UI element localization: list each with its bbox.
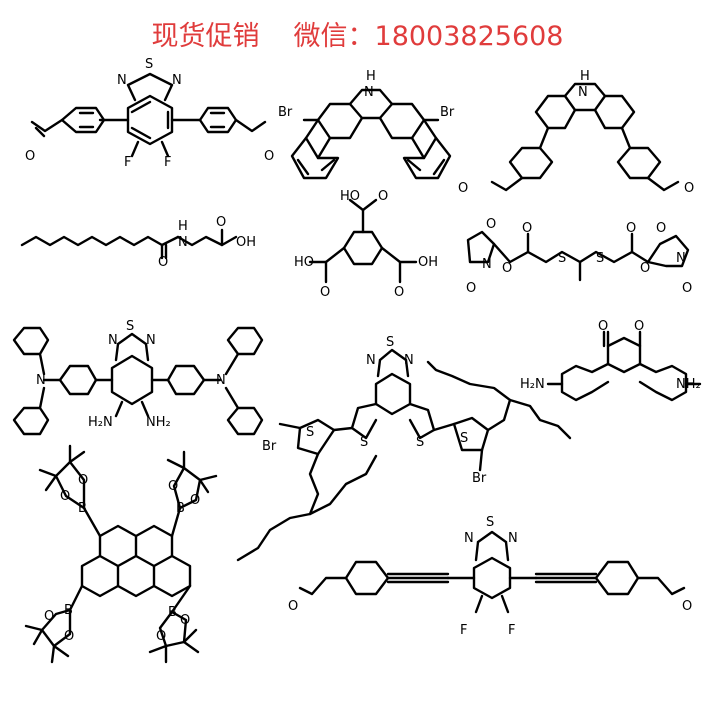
atom-label: O (682, 281, 692, 296)
atom-label: Br (472, 471, 487, 486)
atom-label: O (522, 221, 532, 236)
atom-label: N (578, 85, 588, 100)
atom-label: N (108, 333, 118, 348)
atom-label: N (36, 373, 46, 388)
molecule-carbazole-dialdehyde: H N O O (458, 69, 694, 196)
atom-label: OH (236, 235, 256, 250)
atom-label: S (596, 251, 604, 266)
phone-number: 18003825608 (374, 21, 564, 52)
molecule-pyrene-tetra-bpin: B B B B O O O O O O O O (24, 444, 218, 664)
atom-label: O (320, 285, 330, 300)
atom-label: S (145, 57, 153, 72)
atom-label: N (404, 353, 414, 368)
atom-label: N (216, 373, 226, 388)
atom-label: H₂N (520, 377, 545, 392)
atom-label: N (146, 333, 156, 348)
atom-label: N (366, 353, 376, 368)
atom-label: O (458, 181, 468, 196)
atom-label: O (158, 255, 168, 270)
atom-label: O (626, 221, 636, 236)
atom-label: F (508, 623, 515, 638)
atom-label: O (656, 221, 666, 236)
atom-label: N (364, 85, 374, 100)
atom-label: B (176, 501, 185, 516)
atom-label: O (394, 285, 404, 300)
atom-label: O (598, 319, 608, 334)
atom-label: S (360, 435, 368, 450)
atom-label: O (156, 629, 166, 644)
atom-label: HO (294, 255, 314, 270)
molecule-triarylamine-btd-diamine: N S N N N H₂N NH₂ (12, 319, 264, 436)
molecule-btd-diethynyl-dialdehyde: N S N F F O O (288, 515, 692, 638)
atom-label: O (64, 629, 74, 644)
atom-label: O (60, 489, 70, 504)
atom-label: N (117, 73, 127, 88)
molecule-dibromo-dibenzocarbazole: H N Br Br (278, 69, 455, 180)
molecule-thieno-btd-dibromothiophene: N S N S S S S Br Br (236, 335, 572, 562)
atom-label: OH (418, 255, 438, 270)
atom-label: O (25, 149, 35, 164)
atom-label: S (416, 435, 424, 450)
molecule-lauroyl-glycine: H N O O OH (20, 215, 256, 270)
atom-label: F (460, 623, 467, 638)
atom-label: N (676, 251, 686, 266)
atom-label: H (178, 219, 188, 234)
atom-label: N (178, 235, 188, 250)
atom-label: O (684, 181, 694, 196)
atom-label: O (466, 281, 476, 296)
atom-label: S (460, 431, 468, 446)
atom-label: H (366, 69, 376, 84)
molecule-btd-difluoro-dialdehyde: N S N F F O O (25, 57, 274, 170)
molecule-triazine-tricarboxylic-acid: HO O HO OH O O (294, 189, 438, 300)
atom-label: NH₂ (676, 377, 701, 392)
atom-label: NH₂ (146, 415, 171, 430)
atom-label: O (634, 319, 644, 334)
atom-label: S (558, 251, 566, 266)
atom-label: O (682, 599, 692, 614)
atom-label: B (78, 501, 87, 516)
atom-label: Br (440, 105, 455, 120)
atom-label: O (44, 609, 54, 624)
promo-text: 现货促销 (151, 21, 260, 52)
atom-label: O (378, 189, 388, 204)
atom-label: B (64, 603, 73, 618)
atom-label: O (640, 261, 650, 276)
atom-label: H (580, 69, 590, 84)
atom-label: N (508, 531, 518, 546)
atom-label: O (502, 261, 512, 276)
atom-label: O (216, 215, 226, 230)
atom-label: S (386, 335, 394, 350)
atom-label: S (306, 425, 314, 440)
atom-label: F (124, 155, 131, 170)
atom-label: O (486, 217, 496, 232)
atom-label: O (78, 473, 88, 488)
molecule-diaminophenanthrenequinone: O O H₂N NH₂ (520, 319, 702, 402)
promo-banner: 现货促销 微信：18003825608 (0, 14, 715, 53)
atom-label: O (190, 493, 200, 508)
atom-label: S (126, 319, 134, 334)
atom-label: B (168, 605, 177, 620)
atom-label: O (180, 613, 190, 628)
atom-label: O (168, 479, 178, 494)
contact-label: 微信： (293, 21, 375, 52)
atom-label: N (464, 531, 474, 546)
molecule-nhs-ester-dithioether: O N O O S S O O O O N O (466, 217, 692, 296)
atom-label: N (172, 73, 182, 88)
atom-label: H₂N (88, 415, 113, 430)
atom-label: S (486, 515, 494, 530)
atom-label: HO (340, 189, 360, 204)
atom-label: O (264, 149, 274, 164)
atom-label: N (482, 257, 492, 272)
atom-label: Br (278, 105, 293, 120)
atom-label: Br (262, 439, 277, 454)
atom-label: O (288, 599, 298, 614)
atom-label: F (164, 155, 171, 170)
